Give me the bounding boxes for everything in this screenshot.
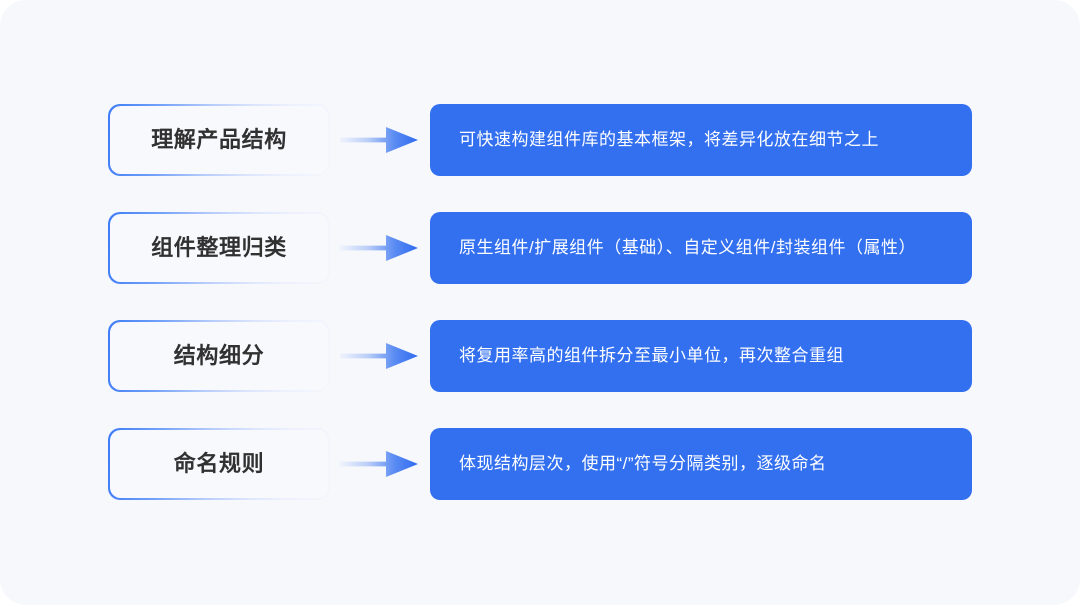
stage-pill-inner: 理解产品结构 xyxy=(109,105,329,175)
detail-text: 体现结构层次，使用“/”符号分隔类别，逐级命名 xyxy=(459,453,827,473)
stage-pill[interactable]: 结构细分 xyxy=(108,320,330,392)
stage-pill-inner: 组件整理归类 xyxy=(109,213,329,283)
arrow-right-icon xyxy=(340,233,418,263)
detail-bar[interactable]: 将复用率高的组件拆分至最小单位，再次整合重组 xyxy=(430,320,972,392)
detail-bar[interactable]: 原生组件/扩展组件（基础）、自定义组件/封装组件（属性） xyxy=(430,212,972,284)
flow-row: 理解产品结构 可快速构建组件库的基本 xyxy=(108,104,972,176)
process-flow: 理解产品结构 可快速构建组件库的基本 xyxy=(108,104,972,500)
arrow-right-icon xyxy=(340,341,418,371)
stage-label: 组件整理归类 xyxy=(151,235,287,260)
detail-text: 将复用率高的组件拆分至最小单位，再次整合重组 xyxy=(459,345,844,365)
stage-pill[interactable]: 命名规则 xyxy=(108,428,330,500)
stage-pill-inner: 结构细分 xyxy=(109,321,329,391)
stage-pill[interactable]: 组件整理归类 xyxy=(108,212,330,284)
detail-bar[interactable]: 可快速构建组件库的基本框架，将差异化放在细节之上 xyxy=(430,104,972,176)
detail-text: 可快速构建组件库的基本框架，将差异化放在细节之上 xyxy=(459,129,879,149)
arrow-right-icon xyxy=(340,125,418,155)
flow-row: 命名规则 体现结构层次，使用“/”符 xyxy=(108,428,972,500)
flow-row: 组件整理归类 原生组件/扩展组件（基 xyxy=(108,212,972,284)
detail-text: 原生组件/扩展组件（基础）、自定义组件/封装组件（属性） xyxy=(459,237,916,257)
arrow-right-icon xyxy=(340,449,418,479)
stage-pill-inner: 命名规则 xyxy=(109,429,329,499)
detail-bar[interactable]: 体现结构层次，使用“/”符号分隔类别，逐级命名 xyxy=(430,428,972,500)
flow-row: 结构细分 将复用率高的组件拆分至最小 xyxy=(108,320,972,392)
stage-label: 理解产品结构 xyxy=(151,127,287,152)
stage-label: 命名规则 xyxy=(173,451,265,476)
stage-pill[interactable]: 理解产品结构 xyxy=(108,104,330,176)
stage-label: 结构细分 xyxy=(173,343,265,368)
